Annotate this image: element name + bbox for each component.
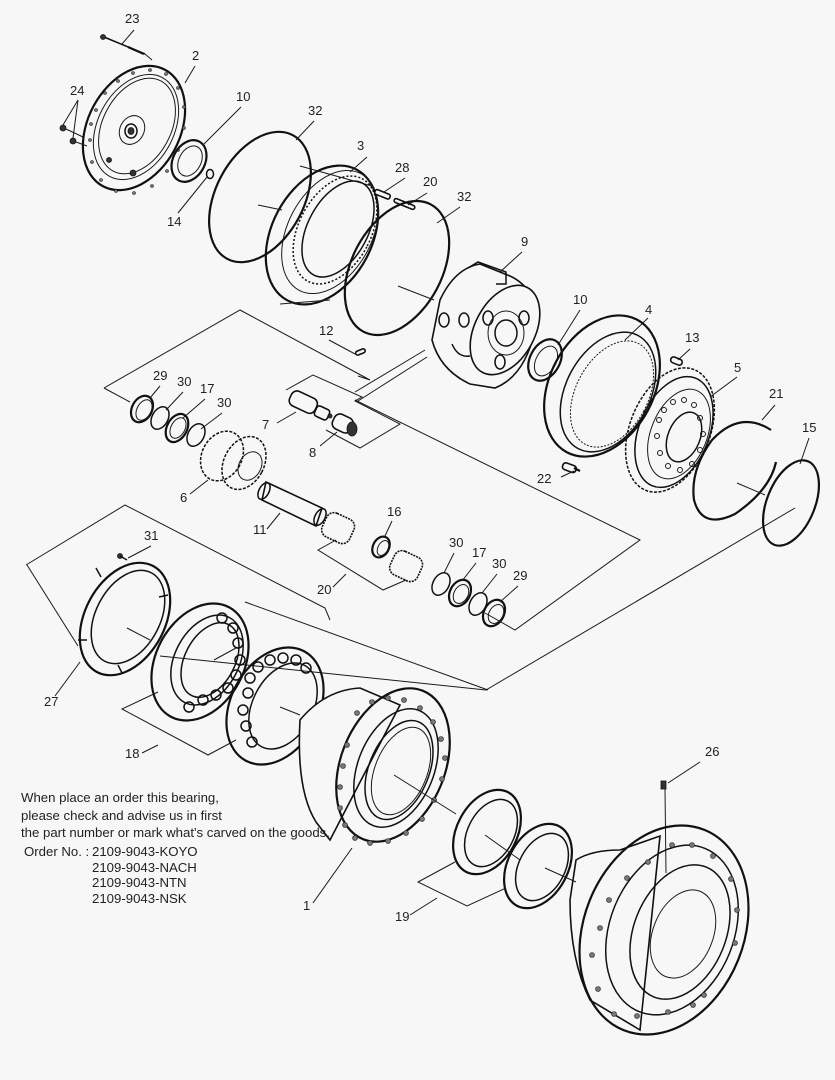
bracket-gear-stage — [25, 504, 331, 621]
bracket-20-lower — [317, 539, 407, 591]
bracket-lower-long — [26, 564, 79, 647]
part-1-hub-housing — [298, 687, 451, 846]
callout-28: 28 — [395, 160, 409, 175]
order-number-koyo: 2109-9043-KOYO — [92, 844, 198, 859]
bracket-18 — [120, 691, 237, 756]
callout-9: 9 — [521, 234, 528, 249]
part-14-disc — [205, 168, 215, 180]
bracket-bottom — [159, 507, 796, 691]
callout-4: 4 — [645, 302, 652, 317]
note-line-3: the part number or mark what's carved on… — [21, 825, 330, 840]
part-29-seal-upper — [129, 394, 155, 424]
part-15-ring — [761, 459, 821, 547]
part-22-pin — [561, 462, 581, 474]
part-26-plug — [660, 780, 667, 874]
callout-20-lower: 20 — [317, 582, 331, 597]
callout-32-lower: 32 — [457, 189, 471, 204]
callout-20-upper: 20 — [423, 174, 437, 189]
callout-23: 23 — [125, 11, 139, 26]
order-label: Order No. : — [24, 844, 90, 859]
order-number-nach: 2109-9043-NACH — [92, 859, 197, 875]
callout-14: 14 — [167, 214, 181, 229]
callout-6: 6 — [180, 490, 187, 505]
part-32-o-ring-lower — [343, 199, 451, 337]
callout-labels: 23 2 24 10 32 14 3 28 20 32 9 10 4 13 12… — [44, 11, 816, 924]
part-19-seal-a — [452, 788, 522, 876]
part-23-bolt — [100, 34, 153, 61]
part-20-needle-bearing-b — [388, 549, 424, 583]
part-5-gear-disk — [624, 367, 716, 493]
callout-12: 12 — [319, 323, 333, 338]
part-32-o-ring-upper — [208, 130, 312, 264]
note-line-1: When place an order this bearing, — [21, 790, 219, 805]
callout-17-lower: 17 — [472, 545, 486, 560]
note-line-2: please check and advise us in first — [21, 807, 222, 823]
part-2-cover-plate — [81, 64, 187, 195]
callout-30-lower-b: 30 — [492, 556, 506, 571]
part-12-pin — [354, 348, 366, 356]
callout-2: 2 — [192, 48, 199, 63]
callout-30-upper-b: 30 — [217, 395, 231, 410]
callout-30-upper-a: 30 — [177, 374, 191, 389]
bracket-mid-line — [244, 601, 489, 691]
bracket-group-upper — [103, 309, 428, 449]
callout-22: 22 — [537, 471, 551, 486]
callout-30-lower-a: 30 — [449, 535, 463, 550]
drum-housing — [569, 824, 750, 1036]
callout-10-lower: 10 — [573, 292, 587, 307]
callout-31: 31 — [144, 528, 158, 543]
part-8-bushing — [331, 413, 358, 437]
callout-11: 11 — [253, 522, 267, 537]
part-21-snap-ring — [692, 420, 778, 521]
callout-19: 19 — [395, 909, 409, 924]
leader-lines — [54, 29, 810, 916]
part-9-planet-carrier — [431, 261, 541, 389]
part-4-ring-gear — [543, 314, 661, 458]
callout-10-upper: 10 — [236, 89, 250, 104]
part-30-shim-upper-a — [150, 406, 170, 430]
part-11-shaft — [257, 480, 327, 528]
part-20-needle-bearing-a — [320, 511, 356, 545]
part-30-shim-lower-a — [431, 572, 451, 596]
part-30-shim-upper-b — [186, 423, 206, 447]
part-27-retaining-ring — [78, 561, 172, 677]
callout-29-lower: 29 — [513, 568, 527, 583]
callout-7: 7 — [262, 417, 269, 432]
callout-8: 8 — [309, 445, 316, 460]
callout-24: 24 — [70, 83, 84, 98]
callout-15: 15 — [802, 420, 816, 435]
part-17-ring-lower — [447, 578, 473, 608]
callout-21: 21 — [769, 386, 783, 401]
part-7-spline-shaft — [288, 390, 333, 421]
callout-16: 16 — [387, 504, 401, 519]
part-24-bolts — [59, 124, 88, 147]
order-number-nsk: 2109-9043-NSK — [92, 890, 187, 906]
bearing-order-note: When place an order this bearing, please… — [21, 789, 330, 842]
bracket-main — [354, 399, 641, 631]
part-17-ring-upper — [164, 412, 190, 444]
callout-18: 18 — [125, 746, 139, 761]
part-29-seal-lower — [481, 598, 507, 628]
part-10-thrust-washer-upper — [170, 139, 208, 183]
part-6-double-gear — [199, 430, 267, 491]
part-19-seal-b — [503, 822, 573, 910]
order-number-ntn: 2109-9043-NTN — [92, 875, 187, 890]
part-18-bearing-a — [150, 602, 250, 722]
callout-26: 26 — [705, 744, 719, 759]
part-20-pin-upper — [393, 197, 416, 211]
callout-1: 1 — [303, 898, 310, 913]
part-16-spacer — [371, 535, 391, 559]
callout-13: 13 — [685, 330, 699, 345]
part-28-pin — [373, 188, 392, 200]
callout-29-upper: 29 — [153, 368, 167, 383]
part-3-ring-gear — [264, 164, 380, 306]
order-numbers: Order No. :2109-9043-KOYO 2109-9043-NACH… — [24, 844, 198, 906]
callout-5: 5 — [734, 360, 741, 375]
bracket-19 — [416, 861, 507, 907]
callout-3: 3 — [357, 138, 364, 153]
callout-32-upper: 32 — [308, 103, 322, 118]
callout-17-upper: 17 — [200, 381, 214, 396]
part-31-screw — [117, 553, 128, 561]
callout-27: 27 — [44, 694, 58, 709]
